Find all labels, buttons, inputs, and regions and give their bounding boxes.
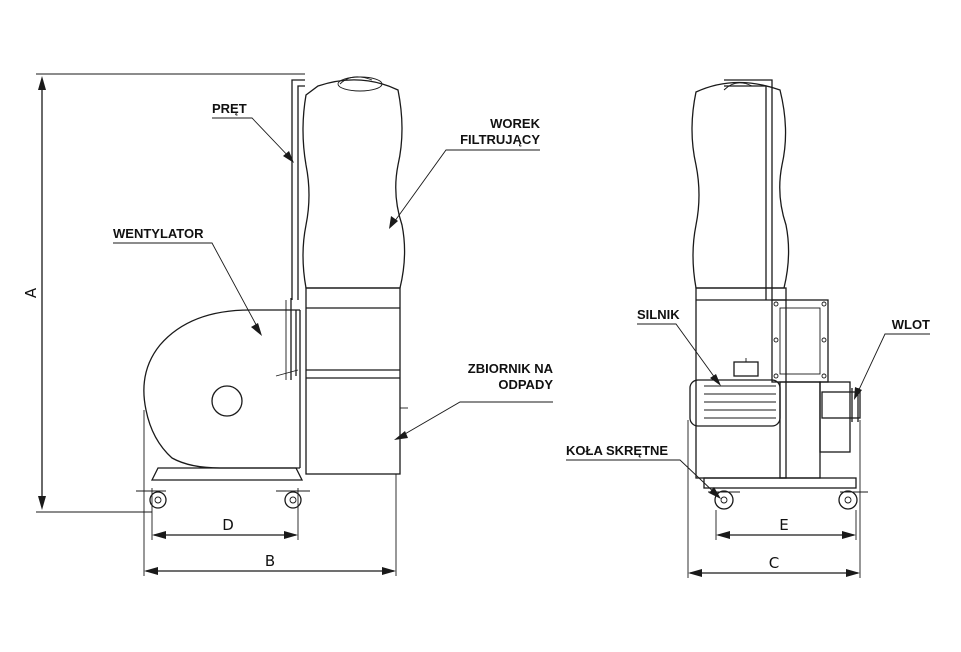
dimension-lines [36,73,861,578]
front-rod [291,79,305,300]
side-filter-bag [691,81,790,289]
label-zbiornik-line2: ODPADY [498,377,553,392]
front-view [136,76,408,509]
dimension-a: A [22,287,40,298]
side-inlet [821,388,861,422]
label-zbiornik-line1: ZBIORNIK NA [468,361,554,376]
front-waste-container [305,287,408,475]
label-silnik: SILNIK [637,307,680,322]
label-kola-skretne: KOŁA SKRĘTNE [566,443,668,458]
front-fan [143,298,301,469]
front-base [136,467,310,509]
label-wentylator: WENTYLATOR [113,226,204,241]
label-worek-line2: FILTRUJĄCY [460,132,540,147]
leader-lines [113,117,930,499]
side-base [703,477,868,510]
side-fan-housing [771,299,851,479]
front-filter-bag [302,79,406,289]
dimension-e: E [779,516,788,534]
label-wlot: WLOT [892,317,930,332]
dimension-c: C [769,554,779,572]
side-view [689,79,868,510]
label-pret: PRĘT [212,101,247,116]
label-worek-line1: WOREK [490,116,540,131]
side-motor [689,358,781,427]
dimension-d: D [222,516,234,534]
dimension-b: B [265,552,275,570]
